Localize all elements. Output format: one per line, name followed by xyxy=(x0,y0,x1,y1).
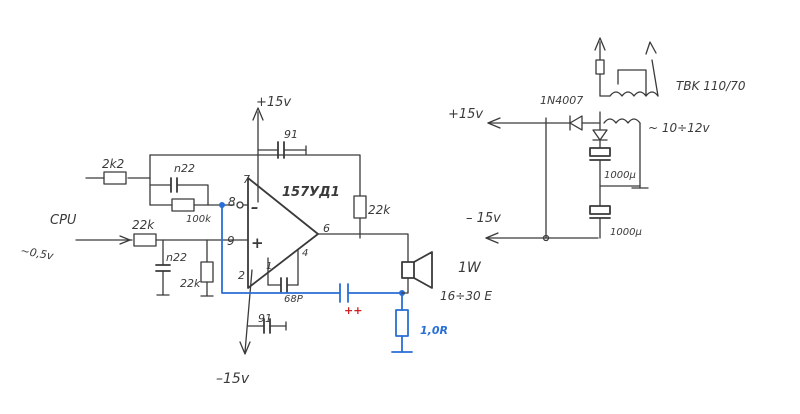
label-plus-sign: + xyxy=(251,234,264,252)
fuse xyxy=(595,59,605,75)
compensation-network xyxy=(267,249,299,293)
label-cap-bot: 91 xyxy=(258,312,272,325)
resistor-2k2 xyxy=(103,171,127,185)
negative-supply-line xyxy=(239,269,287,355)
label-pin4: 4 xyxy=(302,248,308,259)
opamp-triangle xyxy=(247,177,319,289)
label-cap-pp: ++ xyxy=(344,304,362,317)
label-diode: 1N4007 xyxy=(540,94,583,107)
label-cpu: CPU xyxy=(50,213,77,228)
label-speaker-imp: 16÷30 E xyxy=(440,289,492,303)
label-pin9: 9 xyxy=(227,234,235,248)
label-cap-ps-2: 1000μ xyxy=(610,227,642,238)
label-input-level: ~0,5v xyxy=(19,244,54,263)
resistor-22k-out xyxy=(353,195,367,219)
resistor-22k-bias xyxy=(200,261,214,283)
label-r-22k-in: 22k xyxy=(132,218,155,232)
resistor-100k xyxy=(171,198,195,212)
label-pin7: 7 xyxy=(243,173,250,186)
resistor-1r xyxy=(395,309,409,337)
label-ic-name: 157УД1 xyxy=(282,185,340,200)
label-minus15-bot: –15v xyxy=(216,371,250,387)
label-pin6: 6 xyxy=(323,222,330,235)
label-r-2k2: 2k2 xyxy=(102,157,124,171)
label-r-1or: 1,0R xyxy=(420,324,448,337)
label-r-22k-bias: 22k xyxy=(180,277,201,290)
resistor-22k-in xyxy=(133,233,157,247)
label-minus15-ps: – 15v xyxy=(466,211,501,226)
label-cap-n22-top: n22 xyxy=(174,162,195,175)
label-pin1: 1 xyxy=(266,261,272,272)
label-cap-68p: 68P xyxy=(284,294,304,305)
positive-supply-line xyxy=(252,107,307,203)
input-network xyxy=(75,233,249,297)
power-supply xyxy=(485,37,659,244)
label-minus-sign: – xyxy=(251,198,259,216)
blue-feedback-path xyxy=(219,202,413,353)
label-cap-n22-bot: n22 xyxy=(166,251,187,264)
label-ac-voltage: ~ 10÷12v xyxy=(648,121,710,135)
label-r-22k-out: 22k xyxy=(368,203,391,217)
feedback-network xyxy=(85,154,361,212)
label-pin8: 8 xyxy=(228,195,236,209)
label-speaker-power: 1W xyxy=(458,260,482,276)
label-plus15-ps: +15v xyxy=(448,107,483,122)
label-cap-ps-1: 1000μ xyxy=(604,170,636,181)
speaker-icon xyxy=(401,251,433,294)
output-resistor-network xyxy=(317,195,409,263)
label-cap-top: 91 xyxy=(284,128,298,141)
label-transformer: TBK 110/70 xyxy=(676,79,746,93)
label-plus15-top: +15v xyxy=(256,95,291,110)
label-pin2: 2 xyxy=(238,269,245,282)
label-r-100k: 100k xyxy=(186,214,212,225)
